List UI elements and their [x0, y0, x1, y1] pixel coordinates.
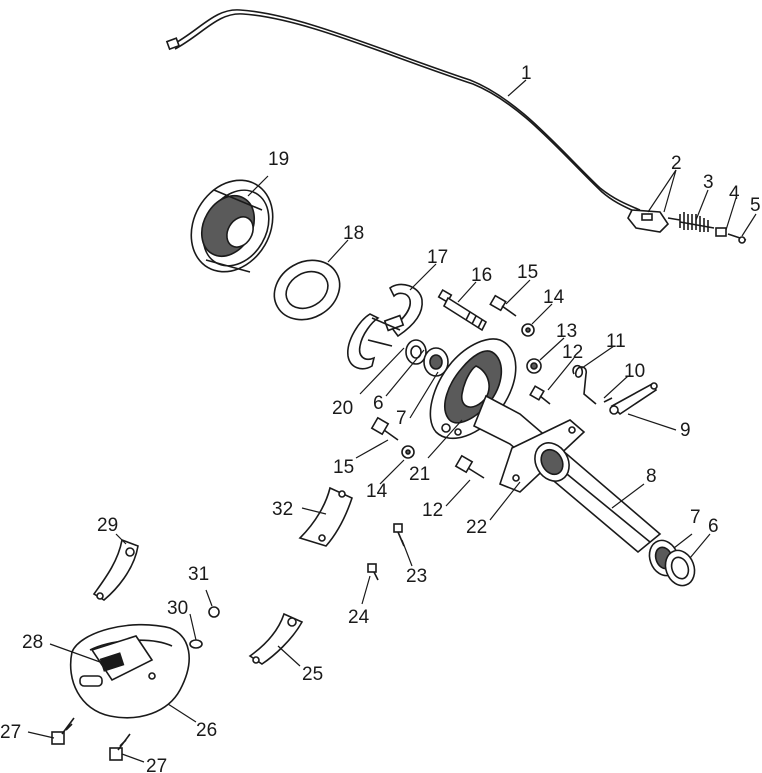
callout-30: 30 [167, 598, 188, 619]
callout-10: 10 [624, 361, 645, 382]
cam-shaft [437, 288, 488, 332]
wheel-bearing-lower [648, 539, 696, 587]
callout-21: 21 [409, 464, 430, 485]
wheel-bearing-upper [405, 339, 449, 377]
bracket-25 [248, 612, 304, 665]
brake-shoes [347, 283, 423, 370]
housing-flange [499, 419, 586, 493]
callout-11: 11 [606, 331, 626, 352]
callout-23: 23 [406, 566, 427, 587]
callout-15-upper: 15 [517, 262, 538, 283]
bolt-27-left [51, 717, 75, 745]
callout-labels: 1 2 3 4 5 6 6 7 7 8 9 10 11 12 12 13 14 … [0, 63, 761, 773]
callout-13: 13 [556, 321, 577, 342]
callout-8: 8 [646, 466, 657, 487]
guard-plate [298, 486, 353, 547]
callout-28: 28 [22, 632, 43, 653]
bracket-29 [92, 538, 139, 601]
nut-14-upper [521, 323, 535, 337]
seal-ring [273, 259, 341, 321]
callout-2: 2 [671, 153, 682, 174]
callout-18: 18 [343, 223, 364, 244]
leader-lines [27, 79, 757, 763]
callout-25: 25 [302, 664, 323, 685]
callout-31: 31 [188, 564, 209, 585]
callout-20: 20 [332, 398, 353, 419]
bolt-15-lower [370, 416, 399, 441]
bolt-12-lower [454, 454, 485, 479]
callout-27-right: 27 [146, 756, 167, 773]
callout-1: 1 [521, 63, 532, 84]
callout-15-lower: 15 [333, 457, 354, 478]
callout-22: 22 [466, 517, 487, 538]
callout-6-upper: 6 [373, 393, 384, 414]
callout-29: 29 [97, 515, 118, 536]
callout-27-left: 27 [0, 722, 21, 743]
callout-6-lower: 6 [708, 516, 719, 537]
callout-14-upper: 14 [543, 287, 565, 308]
washer-30 [189, 639, 203, 649]
callout-14-lower: 14 [366, 481, 388, 502]
callout-17: 17 [427, 247, 448, 268]
callout-16: 16 [471, 265, 492, 286]
nut-31 [208, 606, 220, 618]
callout-12-lower: 12 [422, 500, 443, 521]
bolt-12-upper [529, 385, 551, 405]
screw-24 [367, 563, 379, 581]
callout-19: 19 [268, 149, 289, 170]
return-spring [572, 364, 597, 405]
callout-7-lower: 7 [690, 507, 701, 528]
callout-12-upper: 12 [562, 342, 583, 363]
callout-26: 26 [196, 720, 217, 741]
brake-drum [190, 179, 274, 273]
callout-9: 9 [680, 420, 691, 441]
callout-5: 5 [750, 195, 761, 216]
brake-arm [603, 382, 658, 416]
callout-3: 3 [703, 172, 714, 193]
switch-28 [90, 635, 154, 682]
callout-7-upper: 7 [396, 408, 407, 429]
cable-end-fittings [627, 209, 747, 244]
nut-13 [526, 358, 542, 374]
callout-32: 32 [272, 499, 293, 520]
brake-cable [165, 9, 641, 215]
nut-14-lower [401, 445, 415, 459]
callout-4: 4 [729, 183, 740, 204]
callout-24: 24 [348, 607, 370, 628]
bolt-15-upper [489, 294, 517, 317]
